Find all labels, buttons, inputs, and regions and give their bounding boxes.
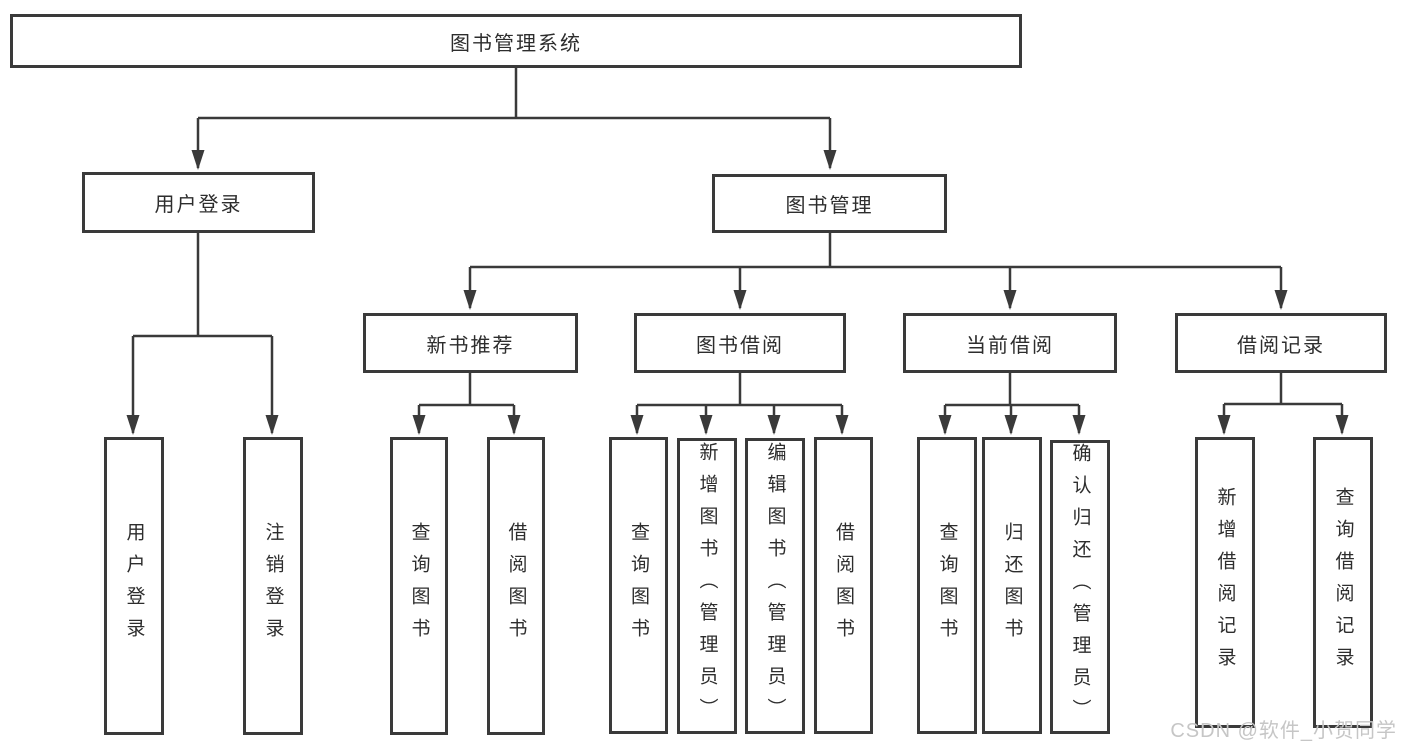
leaf-add-books-admin-label: 新增图书（管理员）	[696, 442, 718, 730]
leaf-borrow-books-label: 借阅图书	[833, 521, 854, 650]
node-current-borrow-label: 当前借阅	[966, 334, 1054, 357]
leaf-query-borrow-record: 查询借阅记录	[1313, 437, 1373, 728]
node-book-borrow: 图书借阅	[634, 313, 846, 373]
leaf-confirm-return-admin-label: 确认归还（管理员）	[1069, 443, 1091, 731]
node-user-login: 用户登录	[82, 172, 315, 233]
leaf-return-books-label: 归还图书	[1001, 521, 1023, 650]
leaf-add-borrow-record: 新增借阅记录	[1195, 437, 1255, 728]
leaf-query-books-recommend-label: 查询图书	[408, 522, 430, 650]
node-borrow-records: 借阅记录	[1175, 313, 1387, 373]
node-library-system-label: 图书管理系统	[450, 32, 582, 55]
leaf-confirm-return-admin: 确认归还（管理员）	[1050, 440, 1110, 734]
node-new-book-recommend-label: 新书推荐	[426, 334, 515, 357]
node-user-login-label: 用户登录	[154, 194, 243, 216]
leaf-user-login-label: 用户登录	[123, 522, 145, 650]
node-book-management-label: 图书管理	[785, 195, 874, 217]
leaf-borrow-books-recommend-label: 借阅图书	[505, 522, 527, 650]
node-book-borrow-label: 图书借阅	[696, 334, 784, 357]
node-book-management: 图书管理	[712, 174, 947, 233]
leaf-borrow-books-recommend: 借阅图书	[487, 437, 545, 735]
leaf-query-borrow-record-label: 查询借阅记录	[1332, 486, 1354, 679]
csdn-watermark: CSDN @软件_小贺同学	[1170, 720, 1397, 742]
leaf-query-books-borrow: 查询图书	[609, 437, 668, 734]
leaf-edit-books-admin-label: 编辑图书（管理员）	[764, 442, 786, 730]
leaf-add-books-admin: 新增图书（管理员）	[677, 438, 737, 734]
leaf-logout-label: 注销登录	[262, 522, 284, 650]
leaf-query-books-current: 查询图书	[917, 437, 977, 734]
leaf-query-books-borrow-label: 查询图书	[628, 521, 649, 650]
leaf-return-books: 归还图书	[982, 437, 1042, 734]
leaf-add-borrow-record-label: 新增借阅记录	[1214, 486, 1236, 679]
node-current-borrow: 当前借阅	[903, 313, 1117, 373]
node-new-book-recommend: 新书推荐	[363, 313, 578, 373]
leaf-user-login: 用户登录	[104, 437, 164, 735]
leaf-query-books-current-label: 查询图书	[936, 521, 958, 650]
leaf-borrow-books: 借阅图书	[814, 437, 873, 734]
node-borrow-records-label: 借阅记录	[1237, 334, 1325, 357]
connector-group	[126, 68, 1349, 435]
leaf-query-books-recommend: 查询图书	[390, 437, 448, 735]
leaf-edit-books-admin: 编辑图书（管理员）	[745, 438, 805, 734]
leaf-logout: 注销登录	[243, 437, 303, 735]
node-library-system: 图书管理系统	[10, 14, 1022, 68]
